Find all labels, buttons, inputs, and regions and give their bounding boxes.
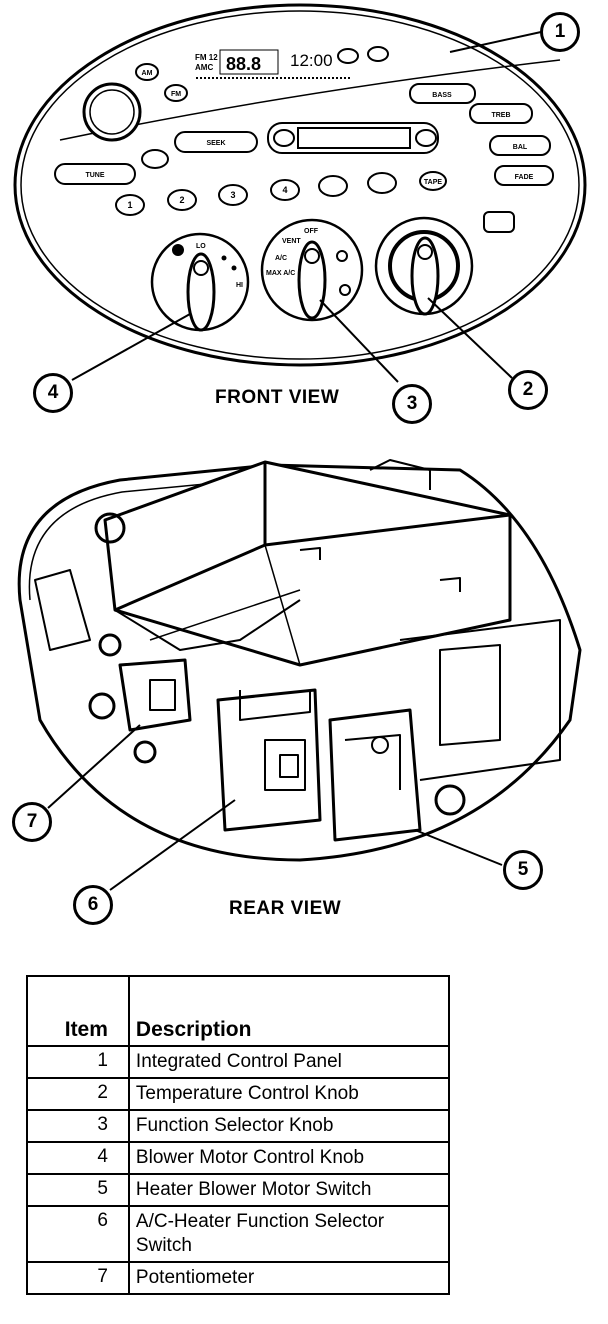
rear-view-label: REAR VIEW <box>229 898 342 919</box>
header-description: Description <box>127 975 451 1047</box>
item-number: 1 <box>26 1045 130 1079</box>
radio-display: FM 12 AMC 88.8 12:00 <box>195 46 389 79</box>
item-description: A/C-Heater Function Selector Switch <box>127 1205 451 1263</box>
svg-text:88.8: 88.8 <box>226 54 261 74</box>
svg-text:1: 1 <box>127 200 132 210</box>
table-row: 1 Integrated Control Panel <box>26 1045 451 1079</box>
blower-knob: LO HI <box>150 232 250 332</box>
callout-2: 2 <box>508 370 548 410</box>
am-button <box>135 63 159 81</box>
mono-button <box>141 149 169 169</box>
item-number: 4 <box>26 1141 130 1175</box>
svg-text:SEEK: SEEK <box>206 140 225 147</box>
parts-table: Item Description 1 Integrated Control Pa… <box>26 975 451 1295</box>
tape-button <box>419 171 447 191</box>
item-number: 2 <box>26 1077 130 1111</box>
item-description: Function Selector Knob <box>127 1109 451 1143</box>
svg-text:MAX A/C: MAX A/C <box>266 270 295 277</box>
svg-text:HI: HI <box>236 282 243 289</box>
callout-7: 7 <box>12 802 52 842</box>
svg-text:A/C: A/C <box>275 255 287 262</box>
temperature-knob <box>374 216 474 316</box>
front-view-panel <box>13 3 587 367</box>
display-amc: AMC <box>195 63 213 72</box>
display-fm: FM 12 <box>195 53 218 62</box>
rear-leaders <box>47 724 503 891</box>
svg-text:VENT: VENT <box>282 238 301 245</box>
table-row: 7 Potentiometer <box>26 1261 451 1295</box>
bass-button <box>409 83 476 104</box>
svg-text:OFF: OFF <box>304 228 319 235</box>
item-description: Potentiometer <box>127 1261 451 1295</box>
seek-button <box>174 131 258 153</box>
fm-button <box>164 84 188 102</box>
item-number: 3 <box>26 1109 130 1143</box>
button-labels: AM FM SEEK TUNE BASS TREB BAL FADE TAPE … <box>85 70 533 210</box>
item-number: 6 <box>26 1205 130 1263</box>
preset-4 <box>270 179 300 201</box>
svg-text:FADE: FADE <box>515 174 534 181</box>
function-knob: OFF VENT A/C MAX A/C <box>260 218 364 322</box>
table-row: 4 Blower Motor Control Knob <box>26 1141 451 1175</box>
callout-4: 4 <box>33 373 73 413</box>
preset-2 <box>167 189 197 211</box>
fade-button <box>494 165 554 186</box>
header-item: Item <box>26 975 130 1047</box>
preset-1 <box>115 194 145 216</box>
svg-text:3: 3 <box>230 190 235 200</box>
svg-text:BASS: BASS <box>432 92 452 99</box>
table-row: 3 Function Selector Knob <box>26 1109 451 1143</box>
front-view-label: FRONT VIEW <box>215 387 340 408</box>
display-clock: 12:00 <box>290 51 333 70</box>
table-row: 6 A/C-Heater Function Selector Switch <box>26 1205 451 1263</box>
svg-text:LO: LO <box>196 243 206 250</box>
table-row: 5 Heater Blower Motor Switch <box>26 1173 451 1207</box>
volume-knob <box>82 82 142 142</box>
svg-text:4: 4 <box>282 185 287 195</box>
callout-5: 5 <box>503 850 543 890</box>
callout-3: 3 <box>392 384 432 424</box>
tune-button <box>54 163 136 185</box>
svg-text:AM: AM <box>142 70 153 77</box>
preset-3 <box>218 184 248 206</box>
front-leaders <box>71 31 542 383</box>
item-description: Integrated Control Panel <box>127 1045 451 1079</box>
callout-6: 6 <box>73 885 113 925</box>
callout-1: 1 <box>540 12 580 52</box>
svg-text:TREB: TREB <box>491 112 510 119</box>
item-description: Temperature Control Knob <box>127 1077 451 1111</box>
rear-view-housing <box>17 459 582 862</box>
panel-buttons <box>54 63 554 233</box>
item-number: 7 <box>26 1261 130 1295</box>
svg-text:FM: FM <box>171 91 181 98</box>
table-header-row: Item Description <box>26 975 451 1047</box>
item-number: 5 <box>26 1173 130 1207</box>
table-row: 2 Temperature Control Knob <box>26 1077 451 1111</box>
svg-text:2: 2 <box>179 195 184 205</box>
svg-text:TUNE: TUNE <box>85 172 104 179</box>
item-description: Blower Motor Control Knob <box>127 1141 451 1175</box>
item-description: Heater Blower Motor Switch <box>127 1173 451 1207</box>
svg-text:BAL: BAL <box>513 144 528 151</box>
treb-button <box>469 103 533 124</box>
bal-button <box>489 135 551 156</box>
diagram-figure: FM 12 AMC 88.8 12:00 AM F <box>13 3 587 891</box>
svg-text:TAPE: TAPE <box>424 179 442 186</box>
